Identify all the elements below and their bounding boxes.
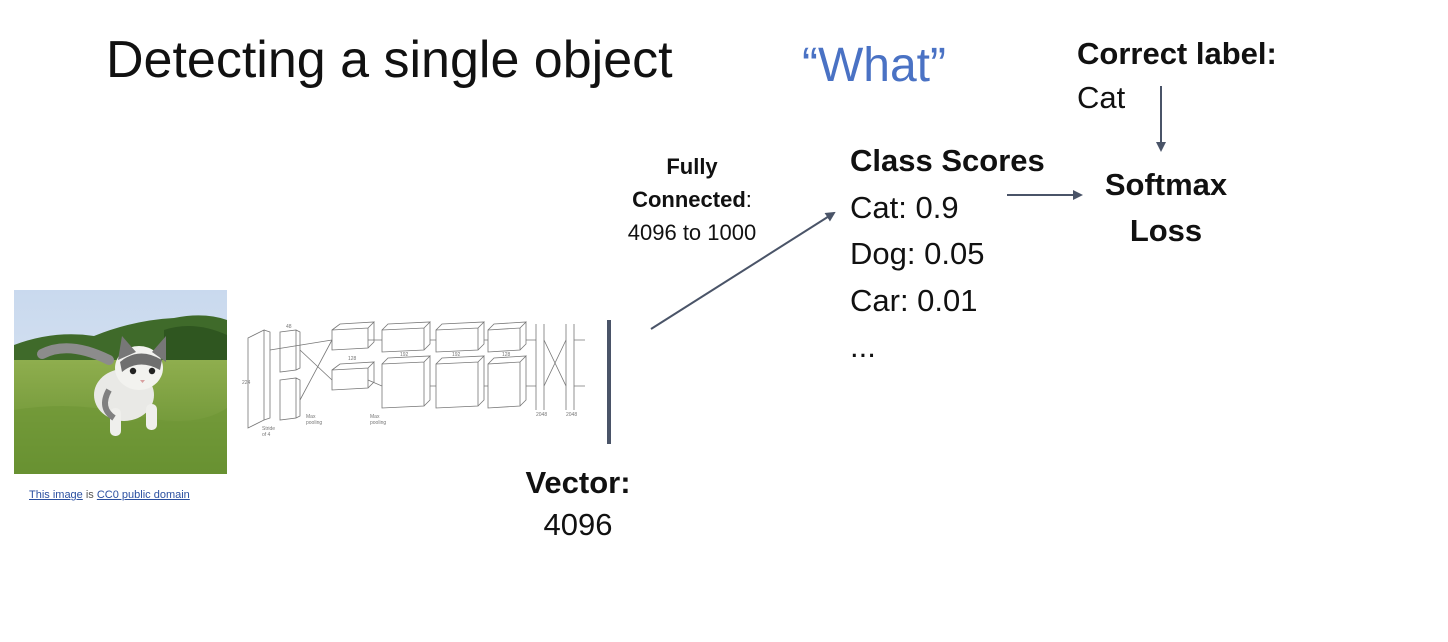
svg-text:pooling: pooling	[370, 420, 386, 426]
class-scores-heading: Class Scores	[850, 143, 1045, 178]
class-score-item: Cat: 0.9	[850, 189, 959, 225]
svg-text:of 4: of 4	[262, 432, 271, 438]
fc-line2-suffix: :	[745, 187, 752, 212]
image-caption: This image is CC0 public domain	[29, 489, 190, 501]
class-scores: Class Scores Cat: 0.9 Dog: 0.05 Car: 0.0…	[850, 138, 1045, 371]
caption-image-link[interactable]: This image	[29, 489, 83, 501]
cat-photo	[14, 290, 227, 474]
fc-line2-bold: Connected	[632, 187, 746, 212]
fc-line3: 4096 to 1000	[627, 220, 757, 245]
svg-text:pooling: pooling	[306, 420, 322, 426]
svg-text:224: 224	[242, 380, 251, 386]
svg-text:128: 128	[348, 356, 357, 362]
cnn-architecture-diagram: 224 48 128 192 192 128 2048 2048 Max poo…	[242, 321, 585, 438]
svg-text:Stride: Stride	[262, 426, 275, 432]
vector-label: Vector: 4096	[500, 462, 656, 546]
svg-text:Max: Max	[370, 414, 380, 420]
correct-label-heading: Correct label:	[1077, 36, 1277, 71]
svg-text:Max: Max	[306, 414, 316, 420]
fc-arrow	[650, 211, 836, 330]
svg-text:192: 192	[400, 352, 409, 358]
softmax-line1: Softmax	[1104, 167, 1228, 202]
vector-value: 4096	[543, 507, 613, 542]
svg-text:2048: 2048	[536, 412, 547, 418]
caption-license-link[interactable]: CC0 public domain	[96, 489, 190, 501]
svg-text:48: 48	[286, 324, 292, 330]
fc-line1: Fully	[666, 154, 718, 179]
fc-line2: Connected:	[592, 183, 792, 216]
correct-label-value: Cat	[1077, 80, 1126, 115]
caption-middle: is	[82, 489, 97, 501]
svg-text:2048: 2048	[566, 412, 577, 418]
slide-title: Detecting a single object	[106, 31, 673, 89]
fully-connected-label: Fully Connected: 4096 to 1000	[592, 150, 792, 249]
what-label: “What”	[802, 39, 946, 92]
svg-text:192: 192	[452, 352, 461, 358]
class-score-item: ...	[850, 329, 876, 364]
softmax-line2: Loss	[1129, 213, 1203, 248]
class-score-item: Dog: 0.05	[850, 236, 985, 271]
vector-heading: Vector:	[525, 465, 631, 500]
svg-text:128: 128	[502, 352, 511, 358]
class-score-item: Car: 0.01	[850, 282, 978, 318]
softmax-loss: Softmax Loss	[1088, 162, 1244, 254]
